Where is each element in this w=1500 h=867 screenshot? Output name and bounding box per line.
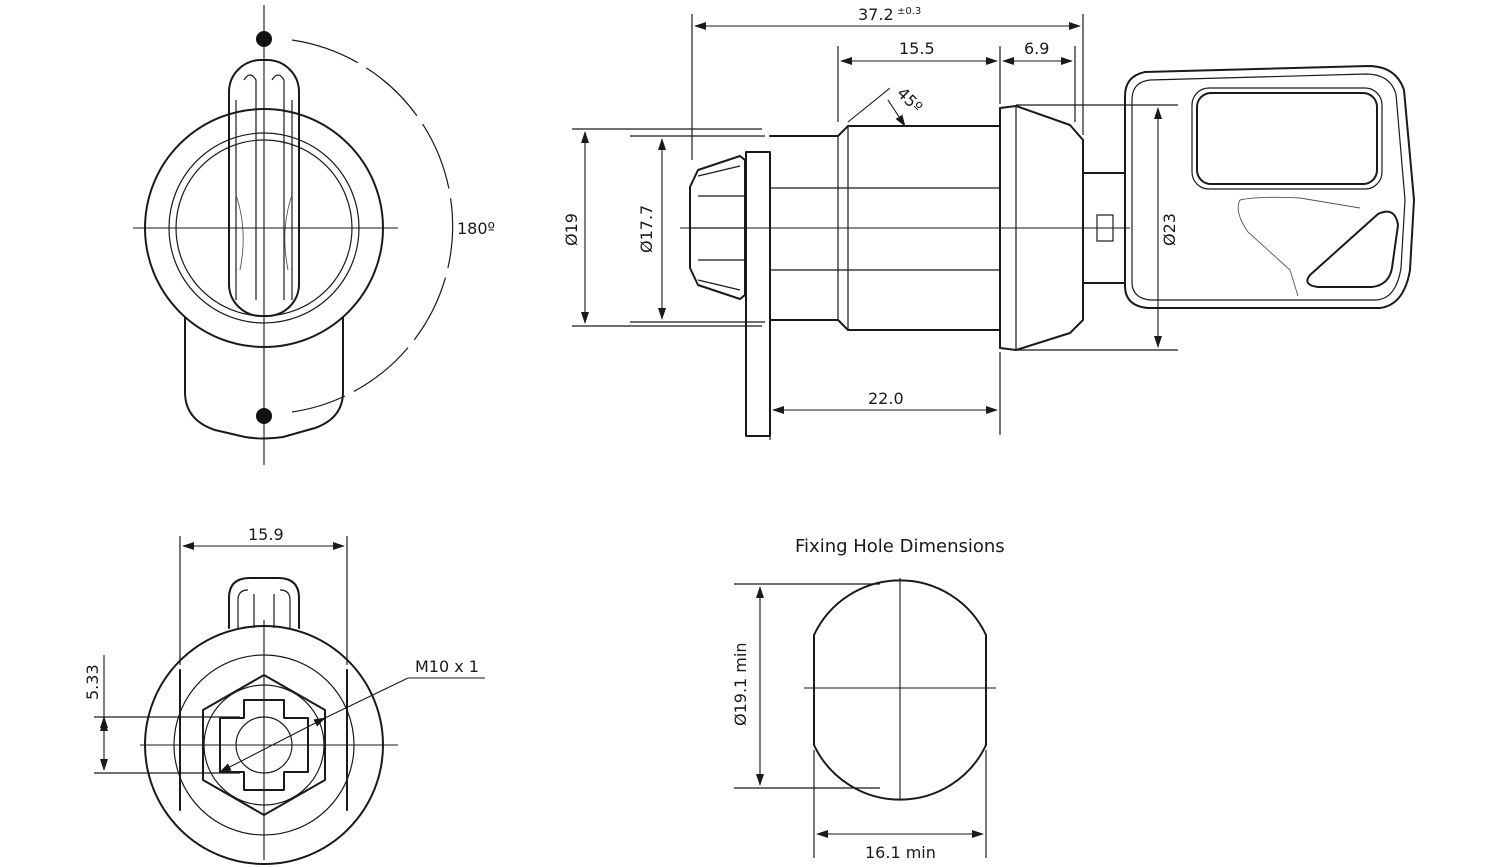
diameter-23-label: Ø23 bbox=[1160, 213, 1179, 246]
side-view: 37.2 ±0.3 15.5 6.9 45º 22.0 Ø19 Ø17.7 Ø2… bbox=[562, 5, 1415, 440]
flat-width-label: 15.9 bbox=[248, 525, 284, 544]
tang-offset-label: 5.33 bbox=[83, 664, 102, 700]
rotation-label: 180º bbox=[457, 219, 495, 238]
overall-tolerance-label: ±0.3 bbox=[897, 6, 921, 17]
body-length-label: 15.5 bbox=[899, 39, 935, 58]
thread-spec-label: M10 x 1 bbox=[415, 657, 479, 676]
overall-length-label: 37.2 bbox=[858, 5, 894, 24]
fixing-hole-view: Fixing Hole Dimensions Ø19.1 min 16.1 mi… bbox=[731, 536, 1005, 862]
flange-depth-label: 6.9 bbox=[1024, 39, 1049, 58]
diameter-19-label: Ø19 bbox=[562, 213, 581, 246]
thread-length-label: 22.0 bbox=[868, 389, 904, 408]
fixing-hole-title: Fixing Hole Dimensions bbox=[795, 536, 1005, 557]
diameter-17-7-label: Ø17.7 bbox=[637, 205, 656, 253]
front-view-key: 180º bbox=[133, 5, 495, 465]
rear-view: 15.9 5.33 M10 x 1 bbox=[83, 525, 485, 865]
hole-diameter-label: Ø19.1 min bbox=[731, 643, 750, 726]
hole-flat-label: 16.1 min bbox=[865, 843, 936, 862]
chamfer-label: 45º bbox=[893, 83, 926, 116]
